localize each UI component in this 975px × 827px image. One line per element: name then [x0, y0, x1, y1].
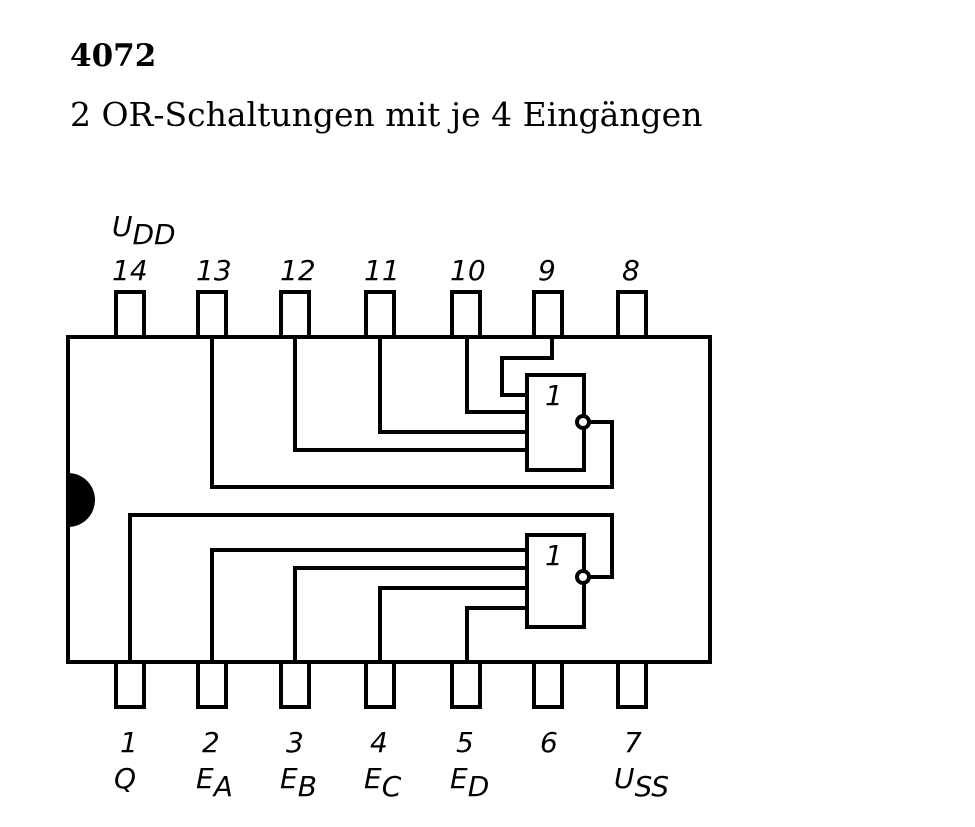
wire-pin10 — [465, 337, 527, 414]
pin-number-8: 8 — [622, 254, 640, 287]
pin-3 — [279, 662, 311, 709]
wire-pin9 — [500, 337, 554, 397]
inverter-bubble-upper — [575, 414, 591, 430]
pin-1 — [114, 662, 146, 709]
chip-description: 2 OR-Schaltungen mit je 4 Eingängen — [70, 95, 703, 134]
pin-label-vss: USS — [614, 762, 669, 803]
pin-2 — [196, 662, 228, 709]
pin-label-ea-sub: A — [212, 770, 233, 803]
pin-label-ed-main: E — [450, 762, 468, 795]
wire-pin12 — [293, 337, 527, 452]
wire-pin3 — [293, 566, 527, 662]
pin-number-13: 13 — [196, 254, 232, 287]
pin-label-ec: EC — [364, 762, 402, 803]
pin-9 — [532, 290, 564, 337]
top-pins — [114, 290, 648, 337]
inverter-bubble-lower — [575, 569, 591, 585]
pin-label-ec-sub: C — [382, 770, 402, 803]
chip-title: 4072 — [70, 38, 157, 74]
pin-label-eb-sub: B — [298, 770, 317, 803]
wire-pin4 — [378, 586, 527, 662]
wire-pin1 — [128, 513, 614, 662]
pin-label-q: Q — [114, 762, 136, 795]
wire-pin2 — [210, 548, 527, 662]
gate-symbol-upper: 1 — [545, 379, 563, 412]
pin-7 — [616, 662, 648, 709]
pin-number-1: 1 — [120, 726, 138, 759]
pin-label-ed-sub: D — [468, 770, 490, 803]
pin-number-10: 10 — [450, 254, 486, 287]
ic-package — [66, 335, 712, 664]
wire-pin13 — [210, 337, 614, 489]
pin-8 — [616, 290, 648, 337]
pin-4 — [364, 662, 396, 709]
pin-label-vss-main: U — [614, 762, 635, 795]
pin-label-vss-sub: SS — [635, 770, 670, 803]
wire-pin11 — [378, 337, 527, 434]
pin-5 — [450, 662, 482, 709]
pin-label-vdd: UDD — [112, 210, 176, 251]
pin-10 — [450, 290, 482, 337]
pin-number-2: 2 — [202, 726, 220, 759]
pin-label-ec-main: E — [364, 762, 382, 795]
gate-symbol-lower: 1 — [545, 539, 563, 572]
package-notch — [68, 473, 95, 527]
pin-6 — [532, 662, 564, 709]
pin-number-9: 9 — [538, 254, 556, 287]
pin-number-3: 3 — [286, 726, 304, 759]
wire-pin5 — [465, 606, 527, 662]
pin-label-ed: ED — [450, 762, 489, 803]
pin-label-eb: EB — [280, 762, 317, 803]
pin-number-4: 4 — [370, 726, 388, 759]
pin-label-eb-main: E — [280, 762, 298, 795]
pin-number-7: 7 — [624, 726, 642, 759]
pin-14 — [114, 290, 146, 337]
pin-number-11: 11 — [364, 254, 400, 287]
pin-label-vdd-main: U — [112, 210, 133, 243]
pin-number-12: 12 — [280, 254, 316, 287]
pin-number-6: 6 — [540, 726, 558, 759]
pin-12 — [279, 290, 311, 337]
pin-11 — [364, 290, 396, 337]
pin-number-5: 5 — [456, 726, 474, 759]
pin-label-q-main: Q — [114, 762, 136, 795]
pin-label-ea-main: E — [196, 762, 214, 795]
pin-label-vdd-sub: DD — [133, 218, 176, 251]
pin-number-14: 14 — [112, 254, 148, 287]
bottom-pins — [114, 662, 648, 709]
pin-label-ea: EA — [196, 762, 233, 803]
pin-13 — [196, 290, 228, 337]
